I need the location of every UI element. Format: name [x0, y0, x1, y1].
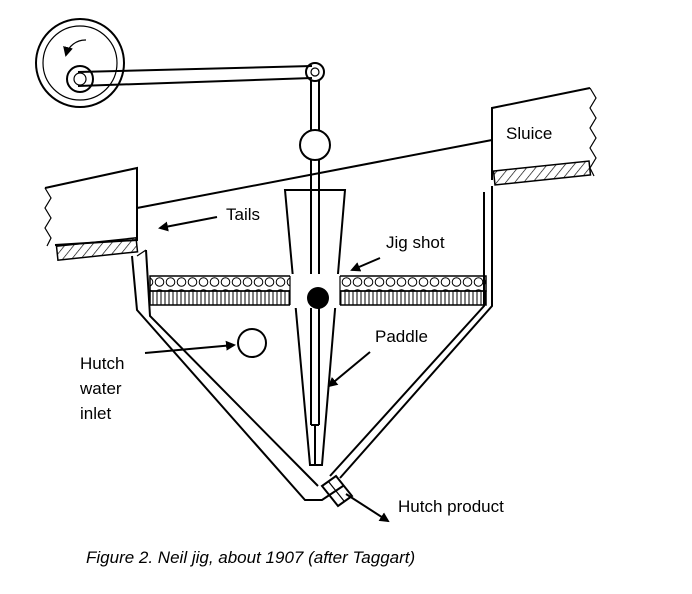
- drive-wheel: [35, 18, 125, 108]
- hutch-product-arrow: [345, 493, 390, 523]
- label-sluice: Sluice: [506, 124, 552, 143]
- hutch-outlet: [320, 474, 354, 508]
- paddle-arrow: [327, 351, 371, 388]
- label-paddle: Paddle: [375, 327, 428, 346]
- left-sluice: [44, 166, 139, 261]
- right-sluice: [491, 87, 597, 186]
- label-hutch-product: Hutch product: [398, 497, 504, 516]
- label-hutch-line3: inlet: [80, 404, 111, 423]
- paddle-pivot: [307, 287, 329, 309]
- jig-shot-arrow: [350, 257, 381, 272]
- connecting-rod: [77, 62, 325, 87]
- label-jig-shot: Jig shot: [386, 233, 445, 252]
- hutch-inlet-pipe: [237, 328, 267, 358]
- tails-arrow: [158, 216, 218, 232]
- label-hutch-line1: Hutch: [80, 354, 124, 373]
- label-tails: Tails: [226, 205, 260, 224]
- label-hutch-line2: water: [79, 379, 122, 398]
- hutch-inlet-arrow: [144, 340, 236, 354]
- paddle-cone: [283, 189, 347, 466]
- figure-caption: Figure 2. Neil jig, about 1907 (after Ta…: [86, 548, 415, 567]
- water-line: [136, 139, 493, 209]
